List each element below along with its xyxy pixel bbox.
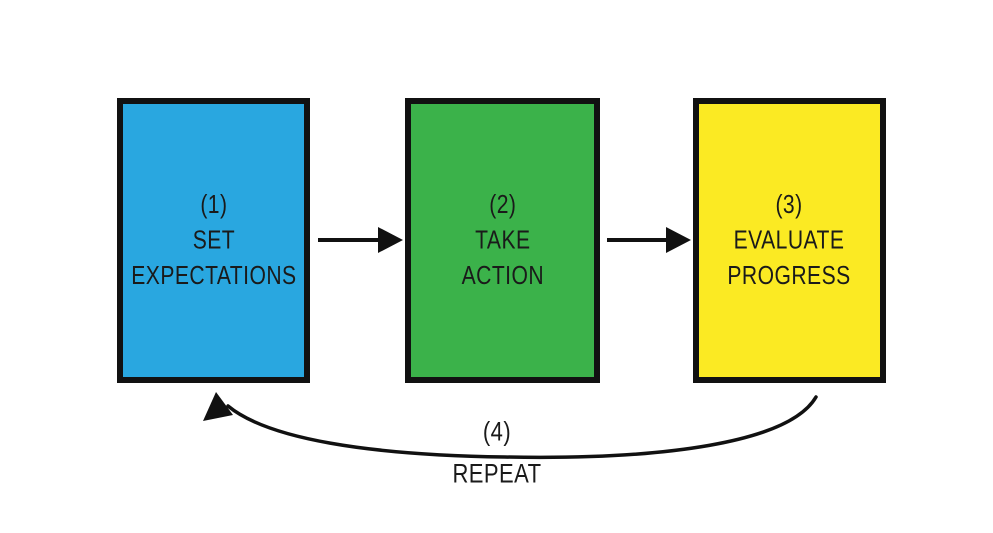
step-text: (1) SET EXPECTATIONS [131, 187, 296, 294]
step-box-evaluate-progress: (3) EVALUATE PROGRESS [693, 98, 886, 383]
step-label-line: EXPECTATIONS [130, 261, 297, 291]
step-label-line: EVALUATE [734, 225, 845, 256]
arrow-step2-to-step3-icon [607, 227, 691, 253]
step-label-line: PROGRESS [727, 261, 852, 291]
step-box-set-expectations: (1) SET EXPECTATIONS [117, 98, 310, 383]
step-label-line: ACTION [461, 261, 544, 291]
loop-step-number: (4) [482, 416, 512, 448]
step-number: (2) [488, 190, 517, 220]
step-number: (3) [775, 190, 804, 220]
loop-step-label: REPEAT [452, 458, 542, 490]
step-label-line: SET [192, 225, 235, 256]
step-box-take-action: (2) TAKE ACTION [405, 98, 600, 383]
step-text: (3) EVALUATE PROGRESS [728, 187, 851, 294]
step-label-line: TAKE [474, 225, 531, 256]
step-text: (2) TAKE ACTION [461, 187, 543, 294]
arrow-step1-to-step2-icon [318, 227, 403, 253]
step-number: (1) [199, 190, 228, 220]
